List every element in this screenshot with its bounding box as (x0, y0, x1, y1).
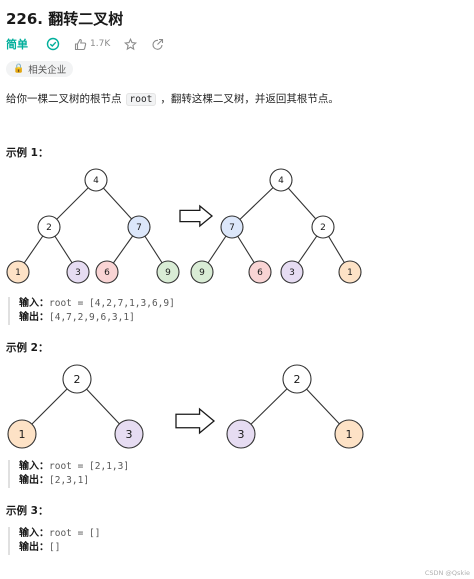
node-label: 4 (278, 176, 284, 186)
lock-icon: 🔒 (13, 64, 25, 74)
output-value: [] (49, 542, 61, 553)
right-tree-node: 9 (190, 260, 214, 284)
input-label: 输入： (19, 528, 49, 539)
node-label: 3 (75, 268, 81, 278)
node-circle (114, 419, 144, 449)
node-circle (226, 419, 256, 449)
left-tree-node: 2 (62, 364, 92, 394)
left-tree-node: 2 (37, 215, 61, 239)
node-circle (84, 168, 108, 192)
input-label: 输入： (19, 298, 49, 309)
example-3-codeblock: 输入：root = [] 输出：[] (8, 527, 100, 555)
problem-title: 226. 翻转二叉树 (6, 10, 124, 28)
node-label: 1 (19, 428, 26, 441)
example-1-title: 示例 1： (6, 147, 49, 159)
like-count: 1.7K (90, 39, 111, 49)
node-circle (311, 215, 335, 239)
node-label: 3 (289, 268, 295, 278)
node-label: 7 (136, 223, 142, 233)
left-tree-node: 3 (114, 419, 144, 449)
right-tree-node: 1 (338, 260, 362, 284)
node-label: 3 (238, 428, 245, 441)
node-label: 2 (294, 373, 301, 386)
node-circle (282, 364, 312, 394)
node-circle (127, 215, 151, 239)
example-3-title: 示例 3： (6, 505, 49, 517)
description-text-end: ，翻转这棵二叉树，并返回其根节点。 (160, 93, 339, 105)
right-tree-node: 3 (226, 419, 256, 449)
company-tag-button[interactable]: 🔒 相关企业 (6, 61, 74, 77)
input-value: root = [] (49, 528, 101, 539)
left-tree-node: 6 (95, 260, 119, 284)
example-2-title: 示例 2： (6, 342, 49, 354)
solved-check-icon[interactable] (46, 37, 60, 51)
node-label: 2 (320, 223, 326, 233)
favorite-star-icon[interactable] (124, 37, 138, 51)
node-circle (95, 260, 119, 284)
node-circle (269, 168, 293, 192)
thumbs-up-icon (74, 38, 87, 51)
arrow-right-icon (175, 407, 216, 435)
right-tree-node: 6 (248, 260, 272, 284)
right-tree-node: 2 (282, 364, 312, 394)
node-circle (62, 364, 92, 394)
left-tree-node: 1 (7, 419, 37, 449)
arrow-right-icon (179, 204, 214, 228)
node-label: 1 (346, 428, 353, 441)
right-tree-node: 2 (311, 215, 335, 239)
node-circle (37, 215, 61, 239)
right-tree-node: 1 (334, 419, 364, 449)
like-button[interactable]: 1.7K (74, 38, 110, 51)
example-2-diagram: 2 1 3 2 3 1 (7, 364, 364, 449)
left-tree-node: 7 (127, 215, 151, 239)
node-circle (190, 260, 214, 284)
input-value: root = [2,1,3] (49, 461, 130, 472)
company-tag-label: 相关企业 (28, 65, 67, 76)
node-label: 6 (257, 268, 263, 278)
description-text: 给你一棵二叉树的根节点 (6, 93, 122, 105)
node-circle (7, 419, 37, 449)
problem-meta-bar: 简单 1.7K (6, 36, 178, 52)
node-label: 1 (15, 268, 21, 278)
node-label: 2 (74, 373, 81, 386)
node-label: 9 (165, 268, 171, 278)
output-value: [2,3,1] (49, 475, 90, 486)
share-icon[interactable] (151, 38, 164, 51)
right-tree-node: 4 (269, 168, 293, 192)
inline-code-root: root (125, 93, 157, 106)
left-tree-node: 3 (66, 260, 90, 284)
node-label: 3 (126, 428, 133, 441)
left-tree-node: 1 (6, 260, 30, 284)
left-tree-node: 9 (156, 260, 180, 284)
right-tree-node: 7 (220, 215, 244, 239)
node-label: 4 (93, 176, 99, 186)
example-1-codeblock: 输入：root = [4,2,7,1,3,6,9] 输出：[4,7,2,9,6,… (8, 297, 175, 325)
node-label: 6 (104, 268, 110, 278)
input-label: 输入： (19, 461, 49, 472)
output-label: 输出： (19, 312, 49, 323)
output-value: [4,7,2,9,6,3,1] (49, 312, 135, 323)
input-value: root = [4,2,7,1,3,6,9] (49, 298, 175, 309)
node-label: 1 (347, 268, 353, 278)
node-circle (220, 215, 244, 239)
node-circle (66, 260, 90, 284)
watermark: CSDN @Qskie (424, 569, 470, 577)
node-circle (6, 260, 30, 284)
example-1-diagram: 4 2 7 1 3 6 9 4 7 2 9 6 3 1 (6, 168, 362, 284)
node-circle (280, 260, 304, 284)
node-label: 7 (229, 223, 235, 233)
right-tree-node: 3 (280, 260, 304, 284)
node-label: 2 (46, 223, 52, 233)
node-circle (156, 260, 180, 284)
node-circle (338, 260, 362, 284)
output-label: 输出： (19, 475, 49, 486)
difficulty-badge: 简单 (6, 38, 28, 51)
node-circle (248, 260, 272, 284)
node-circle (334, 419, 364, 449)
example-2-codeblock: 输入：root = [2,1,3] 输出：[2,3,1] (8, 460, 129, 488)
left-tree-node: 4 (84, 168, 108, 192)
node-label: 9 (199, 268, 205, 278)
output-label: 输出： (19, 542, 49, 553)
